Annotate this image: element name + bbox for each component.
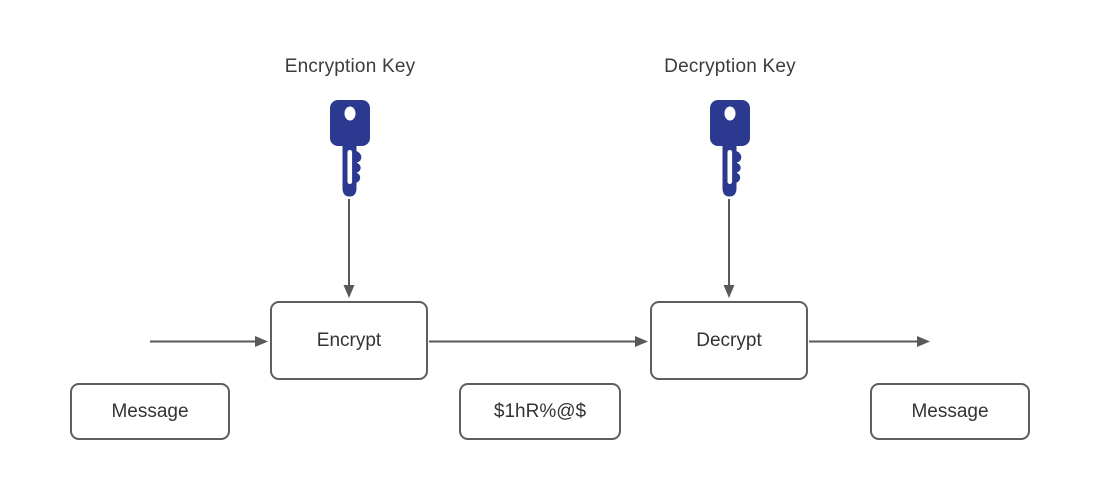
message-output-node: Message: [870, 383, 1030, 440]
message-input-node: Message: [70, 383, 230, 440]
encryption-key-icon: [330, 100, 370, 197]
key-hole: [344, 106, 356, 121]
message-input-label: Message: [111, 400, 189, 422]
key-slot: [727, 150, 733, 184]
key-body: [330, 100, 370, 197]
encrypt-node: Encrypt: [270, 301, 428, 380]
decrypt-node: Decrypt: [650, 301, 808, 380]
message-output-label: Message: [911, 400, 989, 422]
encrypt-label: Encrypt: [316, 329, 382, 351]
decryption-key-icon: [710, 100, 750, 197]
encryption-key-label: Encryption Key: [284, 56, 416, 77]
key-body: [710, 100, 750, 197]
decryption-key-label: Decryption Key: [664, 56, 796, 77]
key-slot: [347, 150, 353, 184]
decrypt-label: Decrypt: [696, 329, 762, 351]
key-hole: [724, 106, 736, 121]
ciphertext-node: $1hR%@$: [459, 383, 621, 440]
ciphertext-label: $1hR%@$: [493, 400, 587, 422]
